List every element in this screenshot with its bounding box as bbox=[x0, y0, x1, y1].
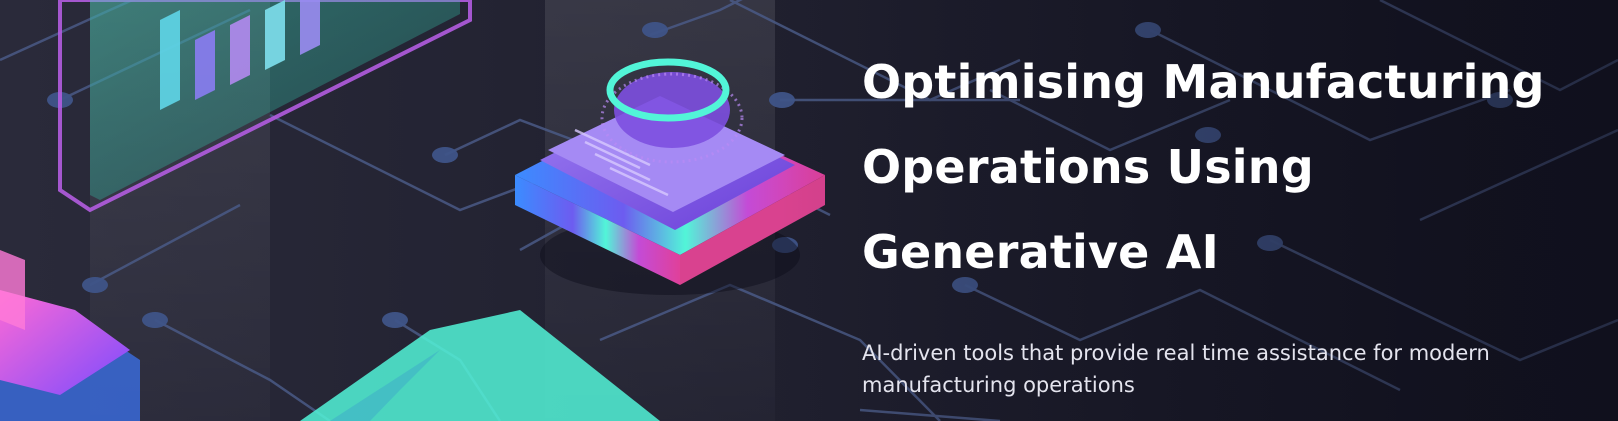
hero-subtitle: AI-driven tools that provide real time a… bbox=[862, 341, 1490, 397]
hero-title: Optimising Manufacturing Operations Usin… bbox=[862, 40, 1602, 295]
hero-title-line-2: Operations Using bbox=[862, 140, 1314, 194]
bottom-slab-graphic bbox=[300, 310, 660, 421]
hero-title-line-1: Optimising Manufacturing bbox=[862, 55, 1545, 109]
left-pad-graphic bbox=[0, 250, 140, 421]
hero-title-line-3: Generative AI bbox=[862, 225, 1219, 279]
central-chip-graphic bbox=[515, 58, 825, 295]
chart-panel-graphic bbox=[58, 0, 472, 213]
hero-text: Optimising Manufacturing Operations Usin… bbox=[862, 40, 1602, 401]
